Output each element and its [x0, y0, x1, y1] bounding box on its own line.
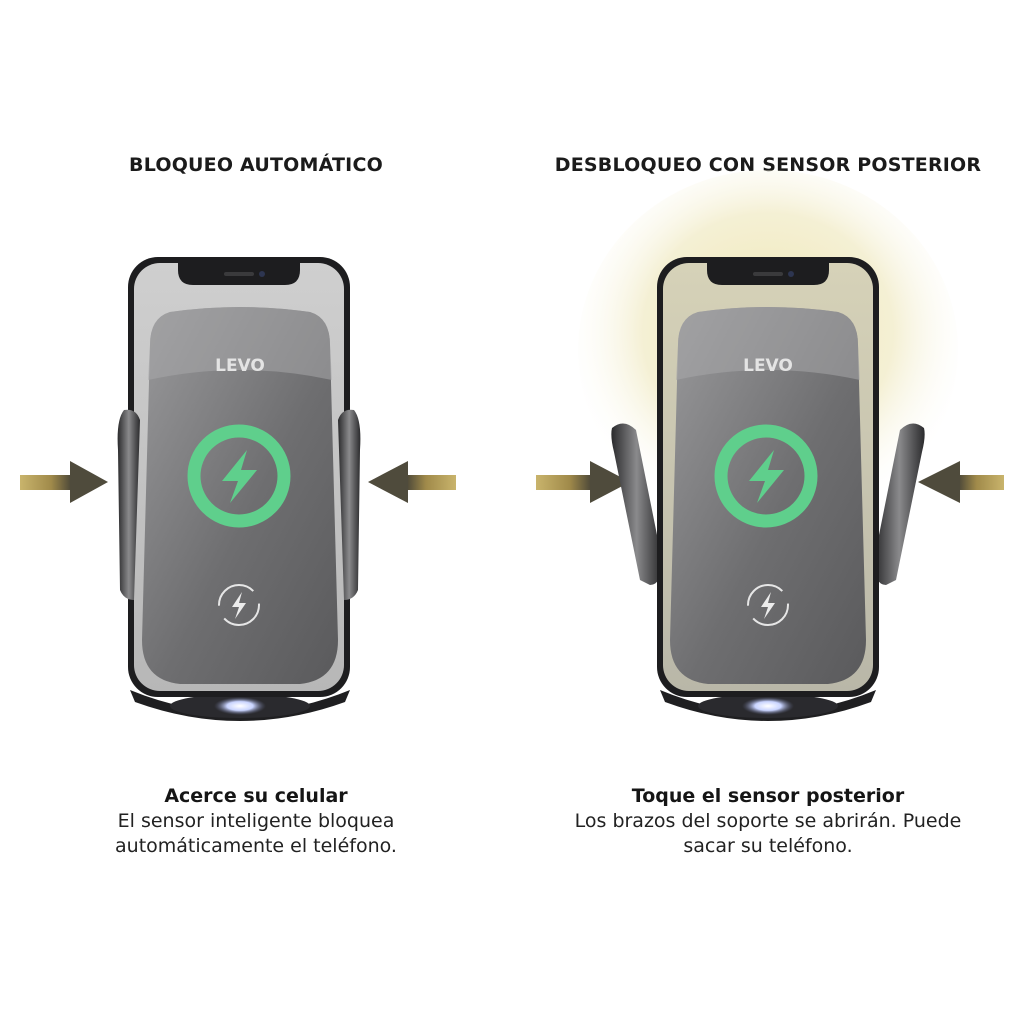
panel-heading: DESBLOQUEO CON SENSOR POSTERIOR — [554, 154, 982, 176]
wireless-charge-icon — [747, 584, 789, 626]
holder-arm-right — [338, 409, 361, 600]
panel-rear-sensor-unlock: DESBLOQUEO CON SENSOR POSTERIOR — [512, 0, 1024, 1024]
caption-body: El sensor inteligente bloquea automática… — [115, 810, 397, 857]
arrow-left-icon — [368, 461, 456, 503]
arrow-left-icon — [918, 461, 1004, 503]
holder-arm-left — [611, 423, 662, 585]
holder-illustration: LEVO — [536, 170, 1004, 721]
holder-plate — [142, 307, 338, 684]
panel-auto-lock: BLOQUEO AUTOMÁTICO — [20, 154, 472, 859]
caption-title: Toque el sensor posterior — [631, 785, 905, 807]
charging-bolt-icon — [714, 424, 818, 528]
holder-base — [660, 690, 876, 721]
charging-bolt-icon — [187, 424, 291, 528]
arrow-right-icon — [536, 461, 630, 503]
holder-arm-left — [117, 409, 140, 600]
holder-base — [130, 690, 350, 721]
caption-body: Los brazos del soporte se abrirán. Puede… — [574, 810, 962, 857]
arrow-right-icon — [20, 461, 108, 503]
wireless-charge-icon — [218, 584, 260, 626]
holder-illustration: LEVO — [20, 257, 456, 721]
holder-plate — [670, 307, 866, 684]
panel-heading: BLOQUEO AUTOMÁTICO — [129, 154, 383, 176]
brand-logo: LEVO — [215, 356, 265, 376]
caption-title: Acerce su celular — [164, 785, 348, 807]
panel-caption: Acerce su celular El sensor inteligente … — [40, 784, 472, 859]
panel-caption: Toque el sensor posterior Los brazos del… — [552, 784, 984, 859]
brand-logo: LEVO — [743, 356, 793, 376]
holder-arm-right — [874, 423, 925, 585]
